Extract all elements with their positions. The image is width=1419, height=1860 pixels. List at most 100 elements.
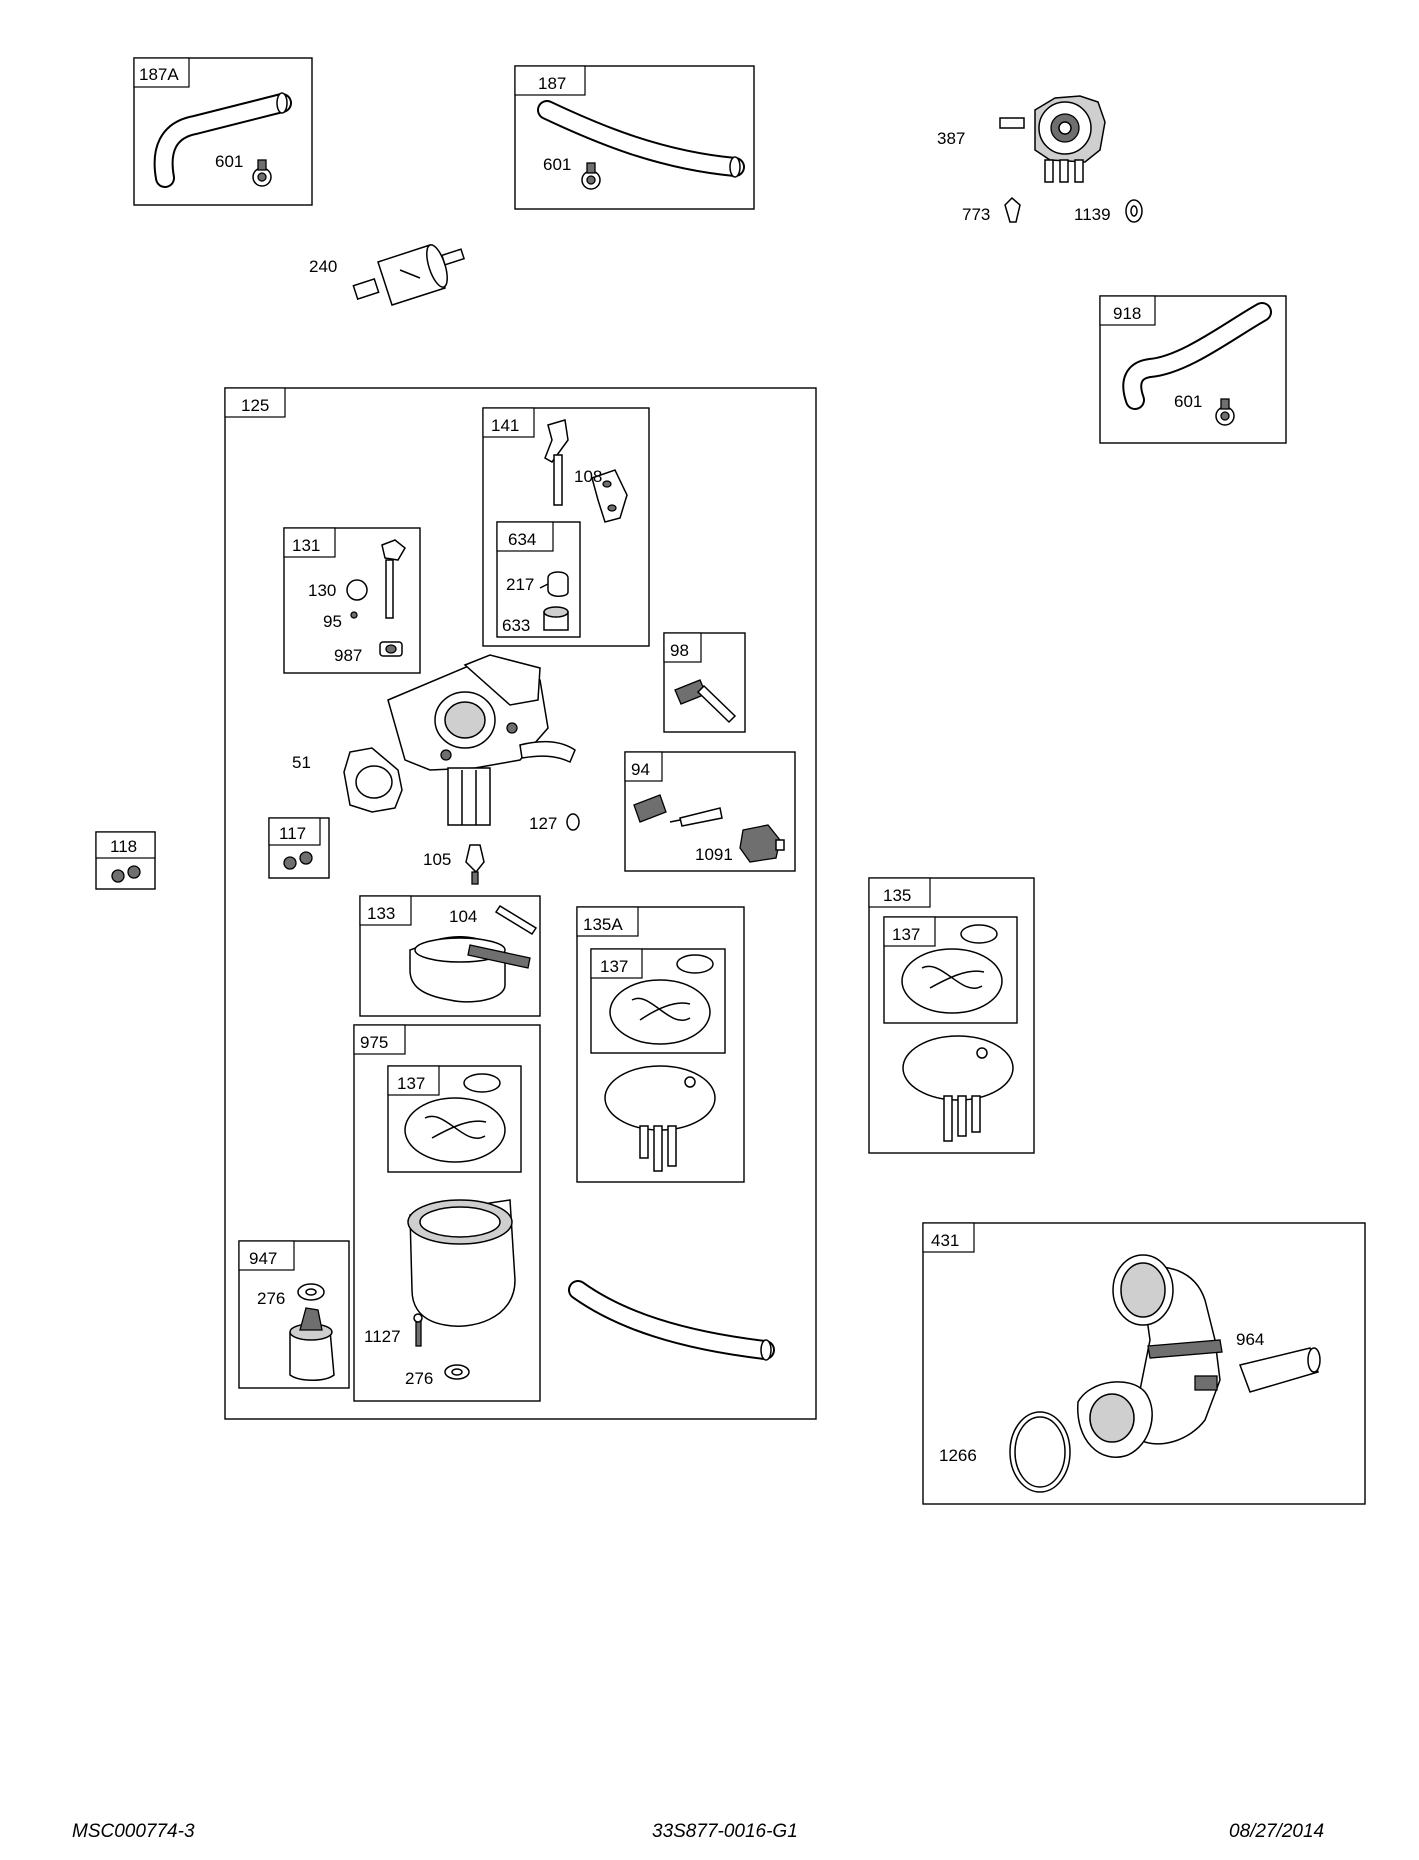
callout-133: 133 104 — [359, 895, 541, 1017]
fuel-filter-icon — [352, 244, 466, 306]
callout-135-label: 135 — [883, 886, 911, 905]
solenoid-icon — [739, 824, 785, 863]
callout-187-label: 187 — [538, 74, 566, 93]
throttle-plate-icon — [591, 469, 628, 523]
washer-icon — [444, 1364, 470, 1380]
callout-918: 918 601 — [1099, 295, 1287, 444]
mixture-screw-icon — [669, 807, 723, 827]
callout-918-label: 918 — [1113, 304, 1141, 323]
callout-94-label: 94 — [631, 760, 650, 779]
callout-431-label: 431 — [931, 1231, 959, 1250]
part-1139-label: 1139 — [1074, 205, 1111, 224]
part-130-label: 130 — [308, 581, 336, 600]
carburetor-body-icon — [343, 654, 576, 826]
callout-117: 117 — [268, 817, 330, 879]
part-1127-label: 1127 — [364, 1327, 401, 1346]
callout-137b-label: 137 — [397, 1074, 425, 1093]
part-964-label: 964 — [1236, 1330, 1264, 1349]
choke-plate-icon — [346, 579, 368, 601]
callout-125-label: 125 — [241, 396, 269, 415]
part-104-label: 104 — [449, 907, 477, 926]
hose-icon — [568, 1280, 775, 1361]
float-bowl-plate-icon — [604, 1065, 716, 1172]
part-601-label: 601 — [543, 155, 571, 174]
bushing-icon — [543, 606, 569, 631]
callout-947-label: 947 — [249, 1249, 277, 1268]
callout-137-a: 137 — [590, 948, 726, 1054]
callout-131: 131 130 95 987 — [283, 527, 421, 674]
callout-98-label: 98 — [670, 641, 689, 660]
part-387-label: 387 — [937, 129, 965, 148]
nut-icon — [283, 851, 313, 870]
callout-947: 947 276 — [238, 1240, 350, 1389]
gasket-icon — [901, 924, 1003, 1014]
callout-98: 98 — [663, 632, 746, 733]
callout-135a-label: 135A — [583, 915, 623, 934]
idle-screw-icon — [674, 679, 737, 724]
callout-133-label: 133 — [367, 904, 395, 923]
part-1266-label: 1266 — [939, 1446, 977, 1465]
float-icon — [409, 936, 531, 1003]
hose-clamp-icon — [581, 162, 601, 190]
callout-634-label: 634 — [508, 530, 536, 549]
bolt-icon — [413, 1313, 423, 1347]
callout-131-label: 131 — [292, 536, 320, 555]
callout-117-label: 117 — [279, 824, 306, 843]
spring-clip-icon — [539, 571, 569, 597]
callout-431: 431 964 1266 — [922, 1222, 1366, 1505]
callout-94: 94 1091 — [624, 751, 796, 872]
callout-118-label: 118 — [110, 837, 137, 856]
callout-135: 135 — [868, 877, 1035, 1154]
intake-elbow-icon — [1077, 1254, 1223, 1458]
part-601-label: 601 — [215, 152, 243, 171]
part-217-label: 217 — [506, 575, 534, 594]
part-1091-label: 1091 — [695, 845, 733, 864]
throttle-shaft-icon — [544, 419, 569, 506]
part-633-label: 633 — [502, 616, 530, 635]
callout-187: 187 601 — [514, 65, 755, 210]
callout-187a: 187A 601 — [133, 57, 313, 206]
part-127-label: 127 — [529, 814, 557, 833]
fuel-pump-icon — [999, 95, 1106, 183]
part-276-label: 276 — [405, 1369, 433, 1388]
washer-icon — [1125, 199, 1143, 223]
part-105-label: 105 — [423, 850, 451, 869]
date: 08/27/2014 — [1229, 1821, 1325, 1842]
callout-141: 141 108 — [482, 407, 650, 647]
callout-141-label: 141 — [491, 416, 519, 435]
float-bowl-icon — [407, 1199, 516, 1327]
nut-icon — [111, 865, 141, 883]
part-773-label: 773 — [962, 205, 990, 224]
inlet-needle-icon — [465, 844, 485, 885]
pin-icon — [494, 904, 538, 936]
part-108-label: 108 — [574, 467, 602, 486]
part-276-label: 276 — [257, 1289, 285, 1308]
seal-icon — [379, 641, 403, 657]
callout-137c-label: 137 — [892, 925, 920, 944]
part-51-label: 51 — [292, 753, 311, 772]
part-240-label: 240 — [309, 257, 337, 276]
tube-icon — [1239, 1347, 1321, 1393]
part-987-label: 987 — [334, 646, 362, 665]
callout-137-b: 137 — [387, 1065, 522, 1173]
o-ring-icon — [1009, 1411, 1071, 1493]
drawing-number: 33S877-0016-G1 — [652, 1821, 798, 1842]
choke-shaft-icon — [381, 539, 406, 619]
callout-118: 118 — [95, 831, 156, 890]
hose-clamp-icon — [1215, 398, 1235, 426]
spring-icon — [633, 794, 667, 823]
callout-975-label: 975 — [360, 1033, 388, 1052]
part-95-label: 95 — [323, 612, 342, 631]
washer-icon — [566, 813, 580, 831]
callout-634: 634 217 633 — [496, 521, 581, 638]
part-601-label: 601 — [1174, 392, 1202, 411]
gasket-icon — [609, 954, 714, 1045]
float-bowl-plate-icon — [902, 1035, 1014, 1142]
callout-137a-label: 137 — [600, 957, 628, 976]
gasket-icon — [404, 1073, 506, 1163]
callout-975: 975 — [353, 1024, 541, 1402]
callout-137-c: 137 — [883, 916, 1018, 1024]
document-id: MSC000774-3 — [72, 1821, 195, 1842]
callout-125: 125 — [224, 387, 817, 1420]
